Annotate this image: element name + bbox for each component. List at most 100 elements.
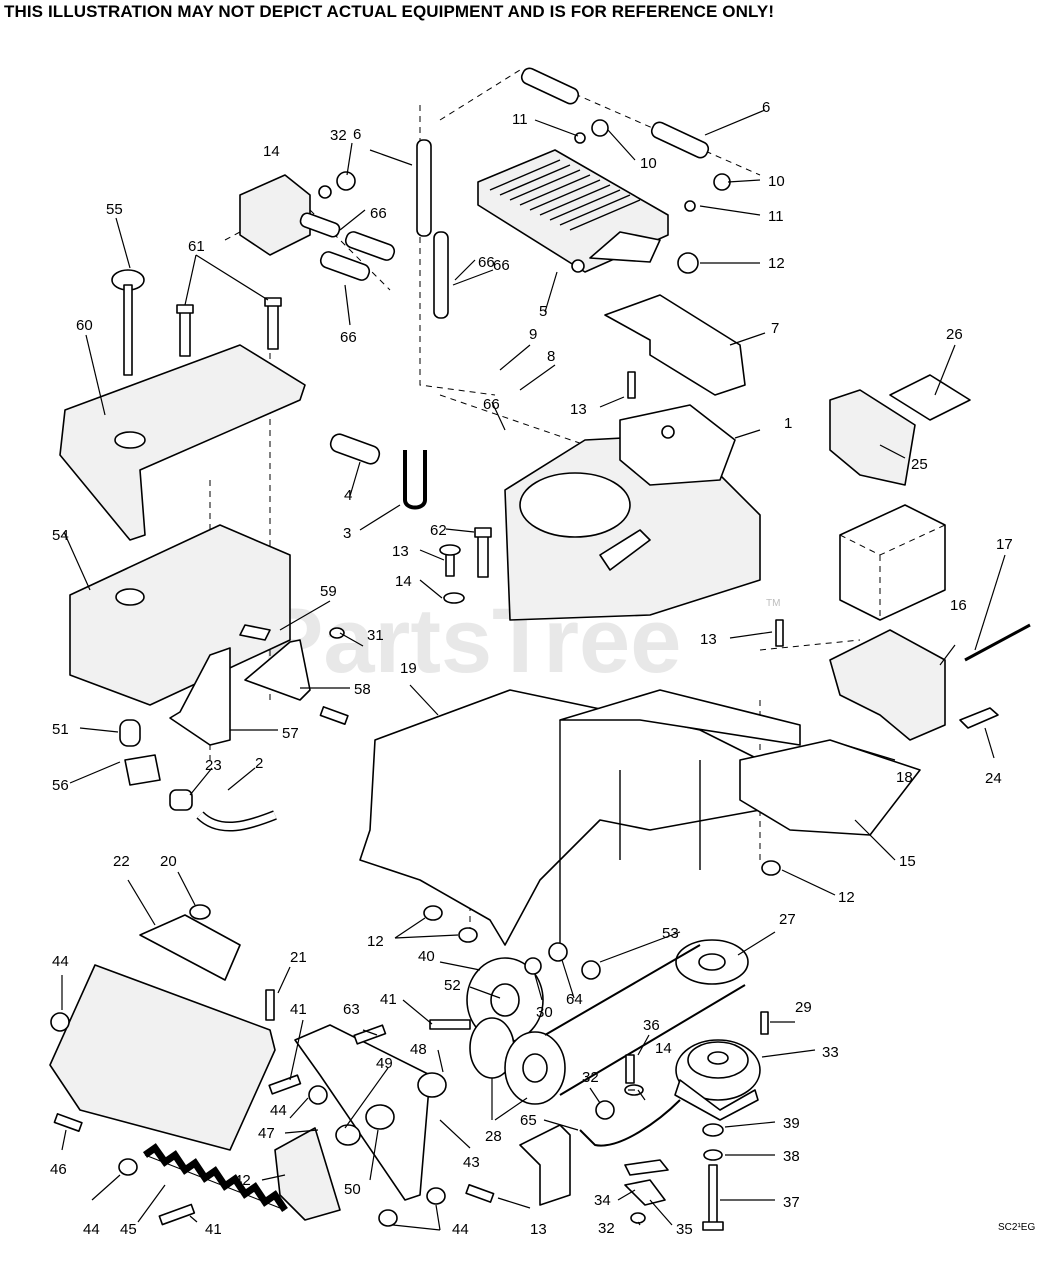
callout-43: 43 <box>463 1154 480 1171</box>
rod-17 <box>964 623 1031 662</box>
callout-19: 19 <box>400 660 417 677</box>
idler-arm <box>274 1024 447 1227</box>
callout-66c: 66 <box>340 329 357 346</box>
callout-44b: 44 <box>270 1102 287 1119</box>
callout-7: 7 <box>771 320 779 337</box>
callout-22: 22 <box>113 853 130 870</box>
callout-57: 57 <box>282 725 299 742</box>
callout-44c: 44 <box>83 1221 100 1238</box>
callout-55: 55 <box>106 201 123 218</box>
pad-26 <box>889 374 971 421</box>
bolts-61 <box>176 297 282 357</box>
callout-66b: 66 <box>478 254 495 271</box>
callout-37: 37 <box>783 1194 800 1211</box>
callout-10a: 10 <box>640 155 657 172</box>
callout-11a: 11 <box>512 111 528 128</box>
fuel-hose-3-4 <box>329 433 427 510</box>
callout-41c: 41 <box>205 1221 222 1238</box>
drawing-code: SC2¹EG <box>998 1222 1035 1233</box>
callout-64: 64 <box>566 991 583 1008</box>
oil-filter-adapter <box>239 171 396 281</box>
dipstick <box>111 269 145 376</box>
misc-hardware <box>53 627 781 1226</box>
callout-62: 62 <box>430 522 447 539</box>
callout-2: 2 <box>255 755 263 772</box>
callout-41b: 41 <box>290 1001 307 1018</box>
bracket-7 <box>604 294 746 396</box>
oil-lines-top <box>416 67 731 319</box>
callout-24: 24 <box>985 770 1002 787</box>
callout-15: 15 <box>899 853 916 870</box>
callout-26: 26 <box>946 326 963 343</box>
callout-13d: 13 <box>530 1221 547 1238</box>
callout-48: 48 <box>410 1041 427 1058</box>
battery-tray <box>829 629 946 741</box>
callout-32a: 32 <box>330 127 347 144</box>
callout-29: 29 <box>795 999 812 1016</box>
callout-36: 36 <box>643 1017 660 1034</box>
nut-12-top <box>677 252 699 274</box>
callout-44d: 44 <box>452 1221 469 1238</box>
fuel-valve-parts <box>119 719 277 832</box>
callout-8: 8 <box>547 348 555 365</box>
callout-52: 52 <box>444 977 461 994</box>
fuel-tank-cover <box>59 344 306 541</box>
disclaimer-banner: THIS ILLUSTRATION MAY NOT DEPICT ACTUAL … <box>4 2 775 21</box>
battery-cover <box>829 389 916 486</box>
callout-35: 35 <box>676 1221 693 1238</box>
callout-12c: 12 <box>367 933 384 950</box>
callout-51: 51 <box>52 721 69 738</box>
callout-40: 40 <box>418 948 435 965</box>
callout-27: 27 <box>779 911 796 928</box>
callout-12b: 12 <box>838 889 855 906</box>
callout-45: 45 <box>120 1221 137 1238</box>
callout-14c: 14 <box>655 1040 672 1057</box>
clutch-brackets <box>519 1099 681 1224</box>
callout-17: 17 <box>996 536 1013 553</box>
callout-38: 38 <box>783 1148 800 1165</box>
fuel-tank <box>69 524 291 706</box>
callout-65: 65 <box>520 1112 537 1129</box>
callout-66a: 66 <box>370 205 387 222</box>
callout-32b: 32 <box>582 1069 599 1086</box>
callout-50: 50 <box>344 1181 361 1198</box>
callout-66d: 66 <box>483 396 500 413</box>
engine <box>504 404 761 621</box>
callout-31: 31 <box>367 627 384 644</box>
callout-14b: 14 <box>395 573 412 590</box>
battery <box>839 504 946 621</box>
callout-60: 60 <box>76 317 93 334</box>
callout-6a: 6 <box>762 99 770 116</box>
callout-13c: 13 <box>700 631 717 648</box>
spring <box>142 1143 288 1212</box>
callout-13a: 13 <box>570 401 587 418</box>
lower-left-panel <box>49 904 328 1151</box>
callout-39: 39 <box>783 1115 800 1132</box>
callout-42: 42 <box>234 1172 251 1189</box>
callout-13b: 13 <box>392 543 409 560</box>
callout-16: 16 <box>950 597 967 614</box>
callout-4: 4 <box>344 487 352 504</box>
callout-18: 18 <box>896 769 913 786</box>
callout-12a: 12 <box>768 255 785 272</box>
callout-5: 5 <box>539 303 547 320</box>
callout-20: 20 <box>160 853 177 870</box>
tank-brackets <box>169 624 311 746</box>
callout-6b: 6 <box>353 126 361 143</box>
callout-66-mid: 66 <box>493 257 510 274</box>
callout-33: 33 <box>822 1044 839 1061</box>
callout-63: 63 <box>343 1001 360 1018</box>
callout-30: 30 <box>536 1004 553 1021</box>
callout-23: 23 <box>205 757 222 774</box>
engine-bolts <box>439 371 784 647</box>
callout-1: 1 <box>784 415 792 432</box>
callout-44a: 44 <box>52 953 69 970</box>
callout-14a: 14 <box>263 143 280 160</box>
callout-49: 49 <box>376 1055 393 1072</box>
main-frame <box>359 689 921 946</box>
callout-61: 61 <box>188 238 205 255</box>
callout-46: 46 <box>50 1161 67 1178</box>
callout-28: 28 <box>485 1128 502 1145</box>
electric-clutch <box>674 1039 761 1231</box>
